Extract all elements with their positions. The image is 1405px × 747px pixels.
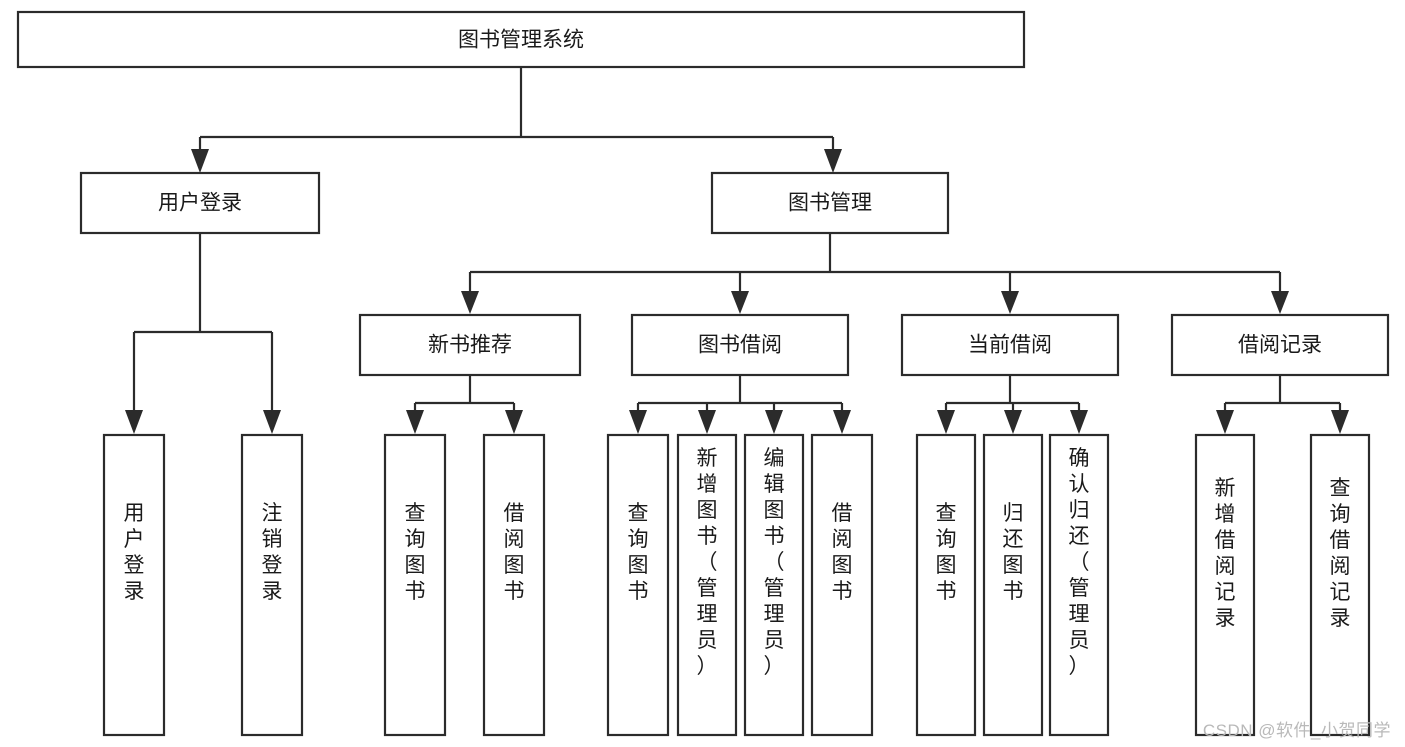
leaf-query-book-1-label: 查询图书	[405, 502, 426, 603]
node-leaf-add-book[interactable]: 新增图书（管理员）	[676, 433, 738, 737]
edge-bookborrow-trunk	[636, 375, 844, 412]
node-leaf-edit-book[interactable]: 编辑图书（管理员）	[743, 433, 805, 737]
borrow-record-label: 借阅记录	[1238, 334, 1322, 357]
leaf-edit-book-box[interactable]	[743, 433, 805, 737]
leaf-query-book-2-box[interactable]	[606, 433, 670, 737]
arrow-to-leaf-query-record	[1331, 410, 1349, 434]
leaf-edit-book-label: 编辑图书（管理员）	[764, 447, 785, 678]
edge-bookmanage-trunk	[468, 233, 1282, 298]
borrow-record-box[interactable]	[1170, 313, 1390, 377]
arrow-to-book-manage	[824, 149, 842, 173]
current-borrow-label: 当前借阅	[968, 334, 1052, 357]
leaf-query-book-3-label: 查询图书	[936, 502, 957, 603]
leaf-logout-label: 注销登录	[262, 502, 283, 603]
leaf-query-record-label: 查询借阅记录	[1330, 477, 1351, 630]
book-manage-box[interactable]	[710, 171, 950, 235]
connector-layer	[125, 67, 1349, 434]
arrow-to-leaf-user-login	[125, 410, 143, 434]
leaf-query-book-2-label: 查询图书	[628, 502, 649, 603]
node-book-borrow[interactable]: 图书借阅	[630, 313, 850, 377]
node-leaf-query-book-2[interactable]: 查询图书	[606, 433, 670, 737]
node-leaf-borrow-book-2[interactable]: 借阅图书	[810, 433, 874, 737]
edge-currentborrow-trunk	[944, 375, 1081, 412]
arrow-to-leaf-query-book-2	[629, 410, 647, 434]
arrow-to-book-borrow	[731, 291, 749, 314]
node-new-book-rec[interactable]: 新书推荐	[358, 313, 582, 377]
node-book-manage[interactable]: 图书管理	[710, 171, 950, 235]
user-login-box[interactable]	[79, 171, 321, 235]
node-root[interactable]: 图书管理系统	[16, 10, 1026, 69]
node-user-login[interactable]: 用户登录	[79, 171, 321, 235]
leaf-confirm-return-box[interactable]	[1048, 433, 1110, 737]
leaf-query-book-1-box[interactable]	[383, 433, 447, 737]
book-borrow-label: 图书借阅	[698, 334, 782, 357]
leaf-nodes-layer: 用户登录 注销登录 查询图书 借阅图书 查询图书 新增图书（管理员）	[102, 433, 1371, 737]
leaf-add-book-label: 新增图书（管理员）	[697, 447, 718, 678]
node-leaf-add-record[interactable]: 新增借阅记录	[1194, 433, 1256, 737]
leaf-borrow-book-1-label: 借阅图书	[504, 502, 525, 603]
current-borrow-box[interactable]	[900, 313, 1120, 377]
csdn-watermark: CSDN @软件_小贺同学	[1202, 721, 1391, 740]
leaf-add-record-box[interactable]	[1194, 433, 1256, 737]
root-box[interactable]	[16, 10, 1026, 69]
edge-root-trunk	[198, 67, 835, 158]
node-current-borrow[interactable]: 当前借阅	[900, 313, 1120, 377]
node-leaf-query-book-1[interactable]: 查询图书	[383, 433, 447, 737]
edge-newbook-trunk	[413, 375, 516, 416]
arrow-to-borrow-record	[1271, 291, 1289, 314]
leaf-add-book-box[interactable]	[676, 433, 738, 737]
leaf-borrow-book-2-box[interactable]	[810, 433, 874, 737]
node-leaf-return-book[interactable]: 归还图书	[982, 433, 1044, 737]
leaf-add-record-label: 新增借阅记录	[1215, 477, 1236, 630]
arrow-to-leaf-edit-book	[765, 410, 783, 434]
arrow-to-leaf-add-record	[1216, 410, 1234, 434]
arrow-to-leaf-borrow-book-2	[833, 410, 851, 434]
book-borrow-box[interactable]	[630, 313, 850, 377]
leaf-borrow-book-1-box[interactable]	[482, 433, 546, 737]
arrow-to-leaf-borrow-book-1	[505, 410, 523, 434]
node-leaf-borrow-book-1[interactable]: 借阅图书	[482, 433, 546, 737]
new-book-rec-label: 新书推荐	[428, 334, 512, 357]
leaf-query-record-box[interactable]	[1309, 433, 1371, 737]
edge-userlogin-trunk	[132, 233, 274, 418]
arrow-to-leaf-query-book-1	[406, 410, 424, 434]
leaf-user-login-box[interactable]	[102, 433, 166, 737]
leaf-borrow-book-2-label: 借阅图书	[832, 502, 853, 603]
leaf-query-book-3-box[interactable]	[915, 433, 977, 737]
leaf-return-book-label: 归还图书	[1003, 502, 1024, 603]
leaf-logout-box[interactable]	[240, 433, 304, 737]
node-leaf-query-book-3[interactable]: 查询图书	[915, 433, 977, 737]
user-login-label: 用户登录	[158, 192, 242, 215]
node-leaf-logout[interactable]: 注销登录	[240, 433, 304, 737]
arrow-to-leaf-confirm-return	[1070, 410, 1088, 434]
node-leaf-query-record[interactable]: 查询借阅记录	[1309, 433, 1371, 737]
arrow-to-user-login	[191, 149, 209, 173]
node-leaf-confirm-return[interactable]: 确认归还（管理员）	[1048, 433, 1110, 737]
arrow-to-leaf-add-book	[698, 410, 716, 434]
leaf-user-login-label: 用户登录	[124, 502, 145, 603]
arrow-to-current-borrow	[1001, 291, 1019, 314]
arrow-to-leaf-query-book-3	[937, 410, 955, 434]
book-manage-label: 图书管理	[788, 192, 872, 215]
node-borrow-record[interactable]: 借阅记录	[1170, 313, 1390, 377]
root-label: 图书管理系统	[458, 29, 584, 52]
leaf-confirm-return-label: 确认归还（管理员）	[1069, 447, 1090, 678]
arrow-to-new-book-rec	[461, 291, 479, 314]
arrow-to-leaf-return-book	[1004, 410, 1022, 434]
leaf-return-book-box[interactable]	[982, 433, 1044, 737]
edge-borrowrecord-trunk	[1223, 375, 1342, 414]
arrow-to-leaf-logout	[263, 410, 281, 434]
node-leaf-user-login[interactable]: 用户登录	[102, 433, 166, 737]
new-book-rec-box[interactable]	[358, 313, 582, 377]
